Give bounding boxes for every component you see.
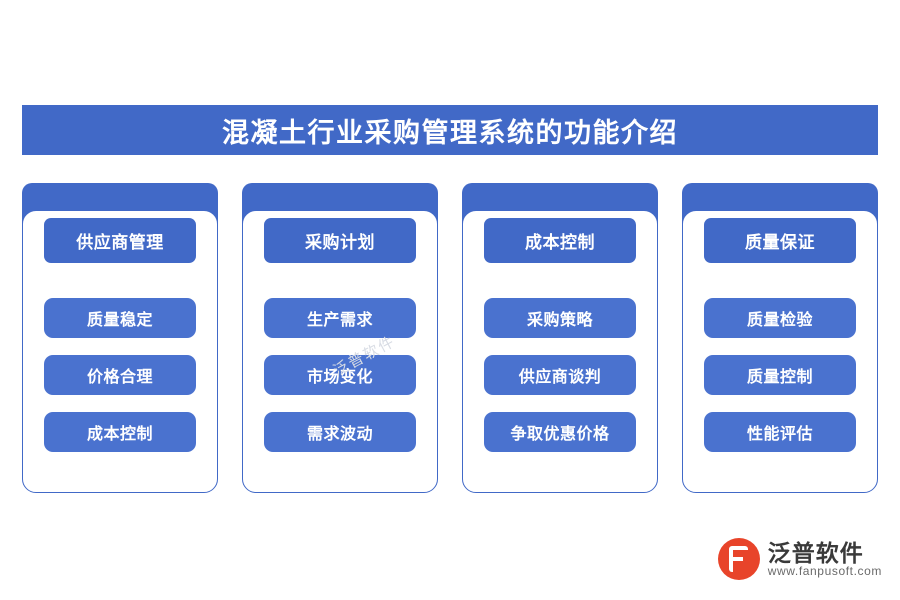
list-item[interactable]: 争取优惠价格 [484,412,636,452]
list-item[interactable]: 成本控制 [44,412,196,452]
title-banner: 混凝土行业采购管理系统的功能介绍 [22,105,878,155]
column-items: 采购策略 供应商谈判 争取优惠价格 [484,298,636,452]
column-quality-assurance: 质量保证 质量检验 质量控制 性能评估 [682,183,878,493]
list-item[interactable]: 供应商谈判 [484,355,636,395]
column-header[interactable]: 采购计划 [264,218,416,263]
logo-name-cn: 泛普软件 [767,539,864,566]
brand-logo: 泛普软件 www.fanpusoft.com [717,538,882,580]
column-purchase-plan: 采购计划 生产需求 市场变化 需求波动 [242,183,438,493]
list-item[interactable]: 质量稳定 [44,298,196,338]
list-item[interactable]: 生产需求 [264,298,416,338]
logo-name-en: www.fanpusoft.com [767,563,882,578]
list-item[interactable]: 质量检验 [704,298,856,338]
column-cost-control: 成本控制 采购策略 供应商谈判 争取优惠价格 [462,183,658,493]
logo-text: 泛普软件 www.fanpusoft.com [767,539,882,578]
column-items: 质量稳定 价格合理 成本控制 [44,298,196,452]
logo-icon [717,538,760,580]
list-item[interactable]: 采购策略 [484,298,636,338]
list-item[interactable]: 市场变化 [264,355,416,395]
columns-container: 供应商管理 质量稳定 价格合理 成本控制 采购计划 生产需求 市场变化 需求波动… [22,183,878,493]
column-items: 质量检验 质量控制 性能评估 [704,298,856,452]
list-item[interactable]: 价格合理 [44,355,196,395]
list-item[interactable]: 质量控制 [704,355,856,395]
column-items: 生产需求 市场变化 需求波动 [264,298,416,452]
list-item[interactable]: 性能评估 [704,412,856,452]
column-header[interactable]: 成本控制 [484,218,636,263]
column-supplier-management: 供应商管理 质量稳定 价格合理 成本控制 [22,183,218,493]
list-item[interactable]: 需求波动 [264,412,416,452]
column-header[interactable]: 供应商管理 [44,218,196,263]
column-header[interactable]: 质量保证 [704,218,856,263]
page-title: 混凝土行业采购管理系统的功能介绍 [222,117,678,148]
